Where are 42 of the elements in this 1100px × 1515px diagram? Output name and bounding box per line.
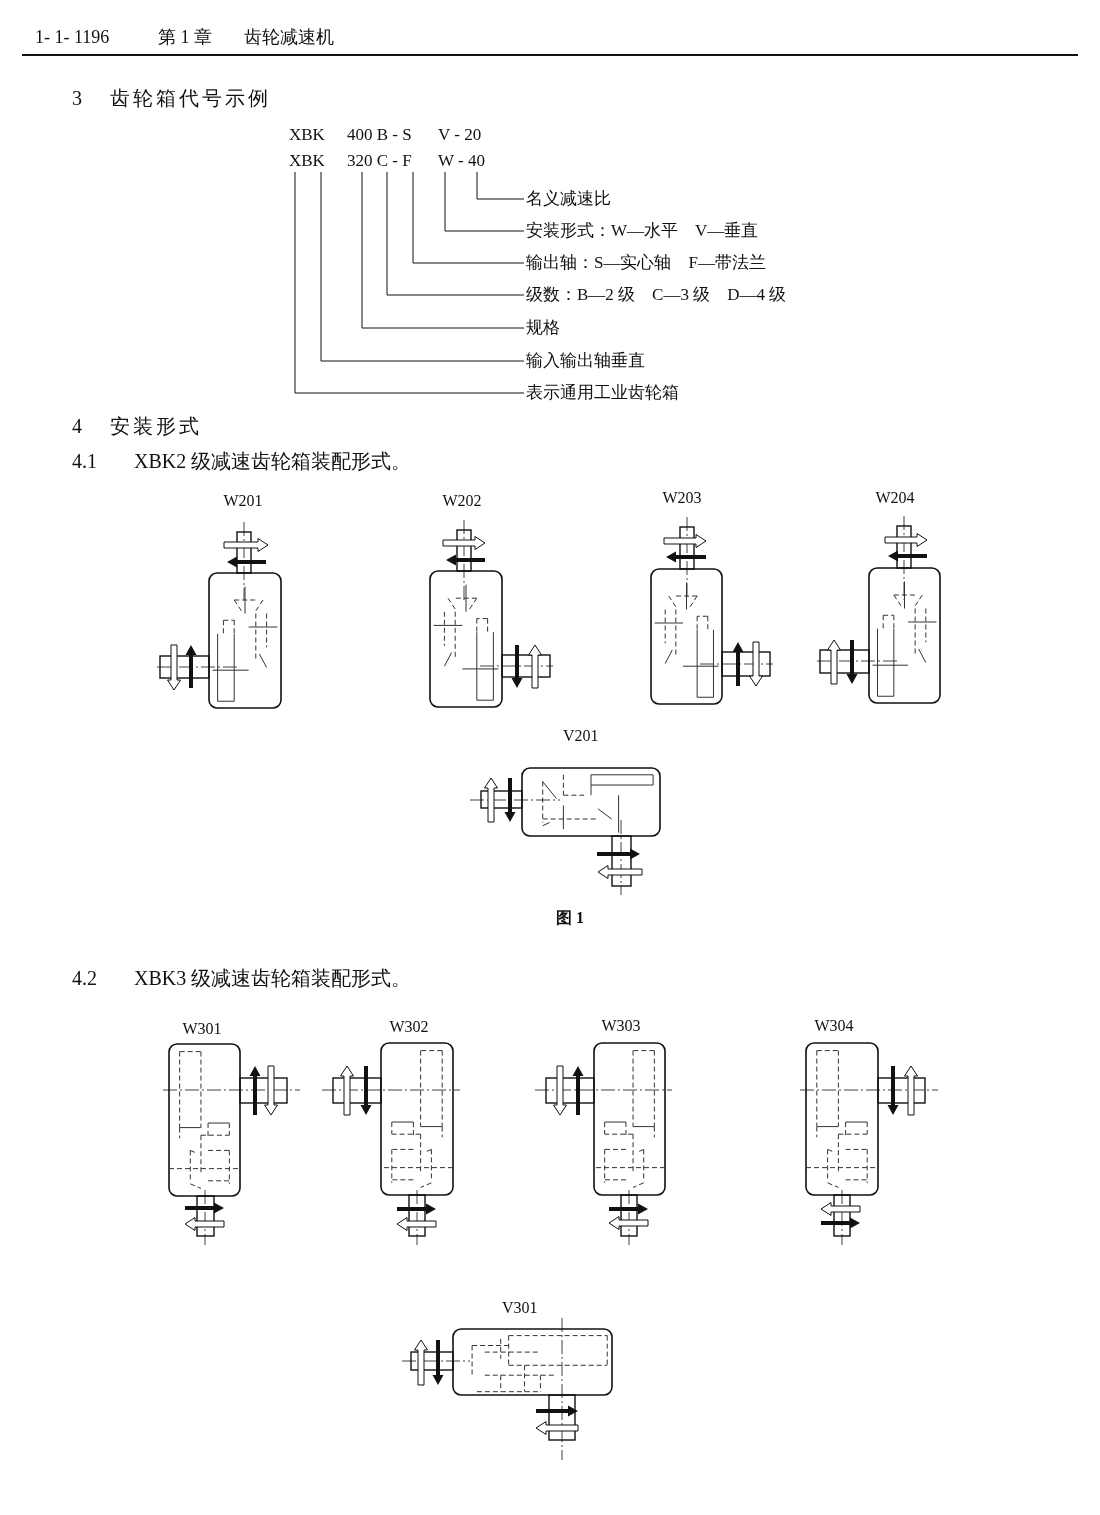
section-number: 3 bbox=[72, 86, 82, 110]
type-code: 400 B - S bbox=[347, 124, 412, 146]
leader-line bbox=[294, 171, 525, 394]
type-code: XBK bbox=[289, 124, 325, 146]
chapter-title: 齿轮减速机 bbox=[244, 26, 334, 49]
leader-line bbox=[320, 171, 525, 362]
section-number: 4 bbox=[72, 414, 82, 438]
figure-label: W303 bbox=[601, 1016, 641, 1036]
leader-line bbox=[476, 171, 525, 200]
figure-label: W204 bbox=[875, 488, 915, 508]
code-description: 输出轴：S—实心轴 F—带法兰 bbox=[524, 251, 766, 275]
code-description: 规格 bbox=[524, 316, 560, 340]
type-code: XBK bbox=[289, 149, 325, 173]
figure-caption: 图 1 bbox=[556, 908, 584, 928]
page-number: 1- 1- 1196 bbox=[35, 26, 110, 49]
figure-label: W203 bbox=[662, 488, 702, 508]
code-description: 安装形式：W—水平 V—垂直 bbox=[524, 219, 759, 243]
code-description: 名义减速比 bbox=[524, 187, 611, 211]
type-code: 320 C - F bbox=[347, 149, 412, 173]
figure-label: V301 bbox=[502, 1298, 538, 1318]
section-number: 4.1 bbox=[72, 449, 97, 473]
figure-label: W202 bbox=[442, 491, 482, 511]
section-heading: XBK3 级减速齿轮箱装配形式。 bbox=[134, 966, 412, 990]
section-number: 4.2 bbox=[72, 966, 97, 990]
figure-label: W302 bbox=[389, 1017, 429, 1037]
figure-label: W301 bbox=[182, 1019, 222, 1039]
section-heading: 齿轮箱代号示例 bbox=[110, 86, 271, 110]
type-code: V - 20 bbox=[438, 124, 482, 146]
leader-line bbox=[386, 171, 525, 296]
figure-label: W304 bbox=[814, 1016, 854, 1036]
leader-line bbox=[361, 171, 525, 329]
leader-line bbox=[412, 171, 525, 264]
code-description: 输入输出轴垂直 bbox=[524, 349, 645, 373]
type-code: W - 40 bbox=[438, 149, 485, 173]
leader-line bbox=[444, 171, 525, 232]
section-heading: 安装形式 bbox=[110, 414, 202, 438]
figure-label: W201 bbox=[223, 491, 263, 511]
section-heading: XBK2 级减速齿轮箱装配形式。 bbox=[134, 449, 412, 473]
chapter-title: 第 1 章 bbox=[158, 26, 212, 49]
code-description: 表示通用工业齿轮箱 bbox=[524, 381, 679, 405]
code-description: 级数：B—2 级 C—3 级 D—4 级 bbox=[524, 283, 787, 307]
figure-label: V201 bbox=[563, 726, 599, 746]
